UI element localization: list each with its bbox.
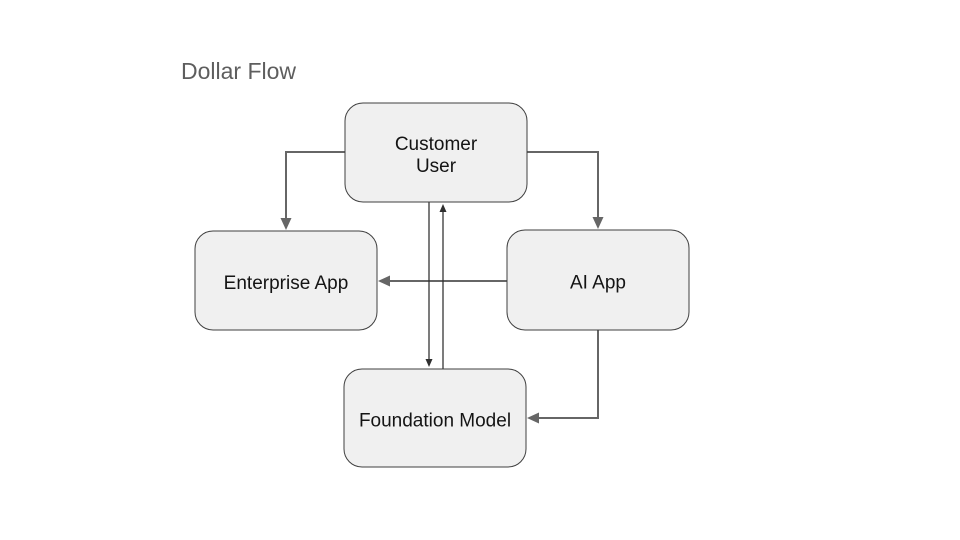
edge-customer-user-to-ai-app: [527, 151, 599, 223]
node-enterprise-app-label: Enterprise App: [224, 273, 349, 294]
node-foundation-model: Foundation Model: [343, 368, 527, 468]
slide-title: Dollar Flow: [181, 58, 297, 84]
node-ai-app-shape: [506, 229, 690, 331]
node-foundation-model-shape: [343, 368, 527, 468]
node-ai-app-label: AI App: [570, 273, 626, 294]
arrowhead-customer-user-to-enterprise-app: [280, 218, 292, 230]
arrowhead-foundation-model-to-customer-user: [439, 204, 447, 212]
node-enterprise-app: Enterprise App: [194, 230, 378, 331]
arrowhead-customer-user-to-foundation-model: [425, 359, 433, 367]
node-foundation-model-label: Foundation Model: [359, 411, 511, 432]
arrowhead-ai-app-to-enterprise-app: [378, 275, 390, 287]
node-customer-user-shape: [344, 102, 528, 203]
edge-ai-app-to-foundation-model: [533, 330, 599, 419]
arrowhead-customer-user-to-ai-app: [592, 217, 604, 229]
arrowhead-ai-app-to-foundation-model: [527, 412, 539, 424]
edge-customer-user-to-enterprise-app: [285, 151, 345, 224]
node-ai-app: AI App: [506, 229, 690, 331]
node-enterprise-app-shape: [194, 230, 378, 331]
